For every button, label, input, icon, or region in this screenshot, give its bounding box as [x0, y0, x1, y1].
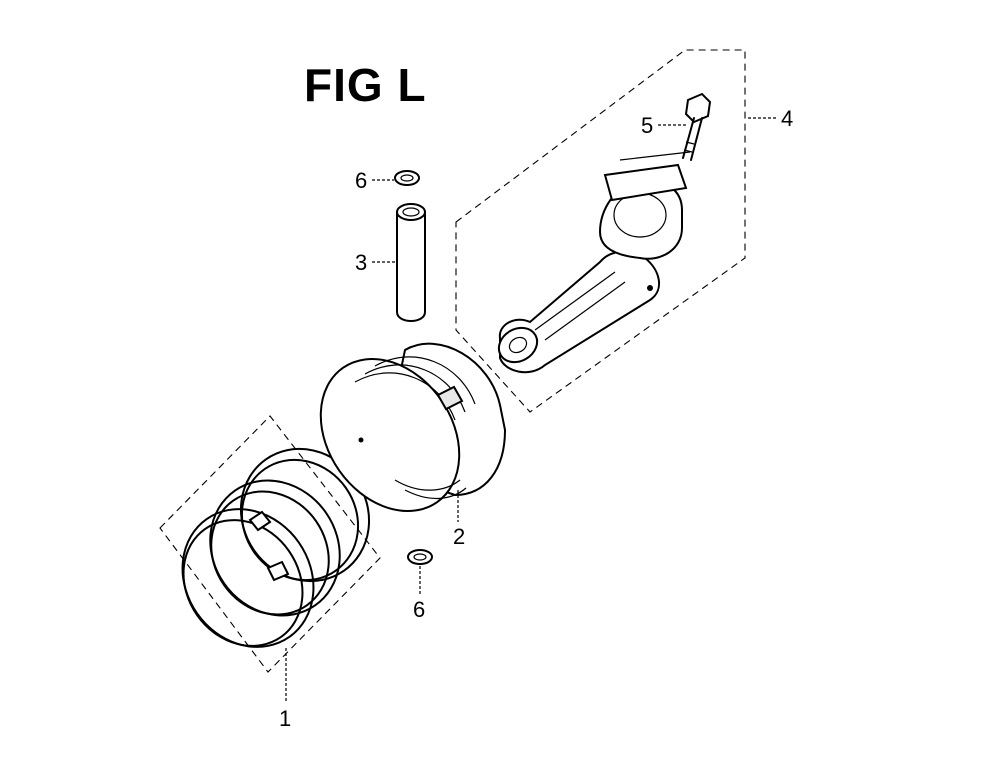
connecting-rod-drawing [497, 151, 691, 374]
callout-3: 3 [355, 250, 368, 275]
piston-drawing [319, 342, 507, 513]
callout-2: 2 [453, 524, 466, 549]
pin-clip-top-drawing [394, 170, 420, 186]
piston-rings-drawing [181, 447, 371, 648]
callout-5: 5 [641, 113, 654, 138]
figure-title: FIG L [304, 59, 427, 111]
callout-6-top: 6 [355, 168, 368, 193]
rod-bolt-drawing [682, 92, 712, 161]
rod-group-box [455, 49, 746, 413]
callout-1: 1 [279, 706, 292, 731]
callout-4: 4 [781, 106, 794, 131]
rings-group-box [159, 415, 381, 673]
pin-clip-bottom-drawing [407, 549, 433, 565]
piston-pin-drawing [396, 203, 426, 322]
callout-6-bottom: 6 [413, 597, 426, 622]
